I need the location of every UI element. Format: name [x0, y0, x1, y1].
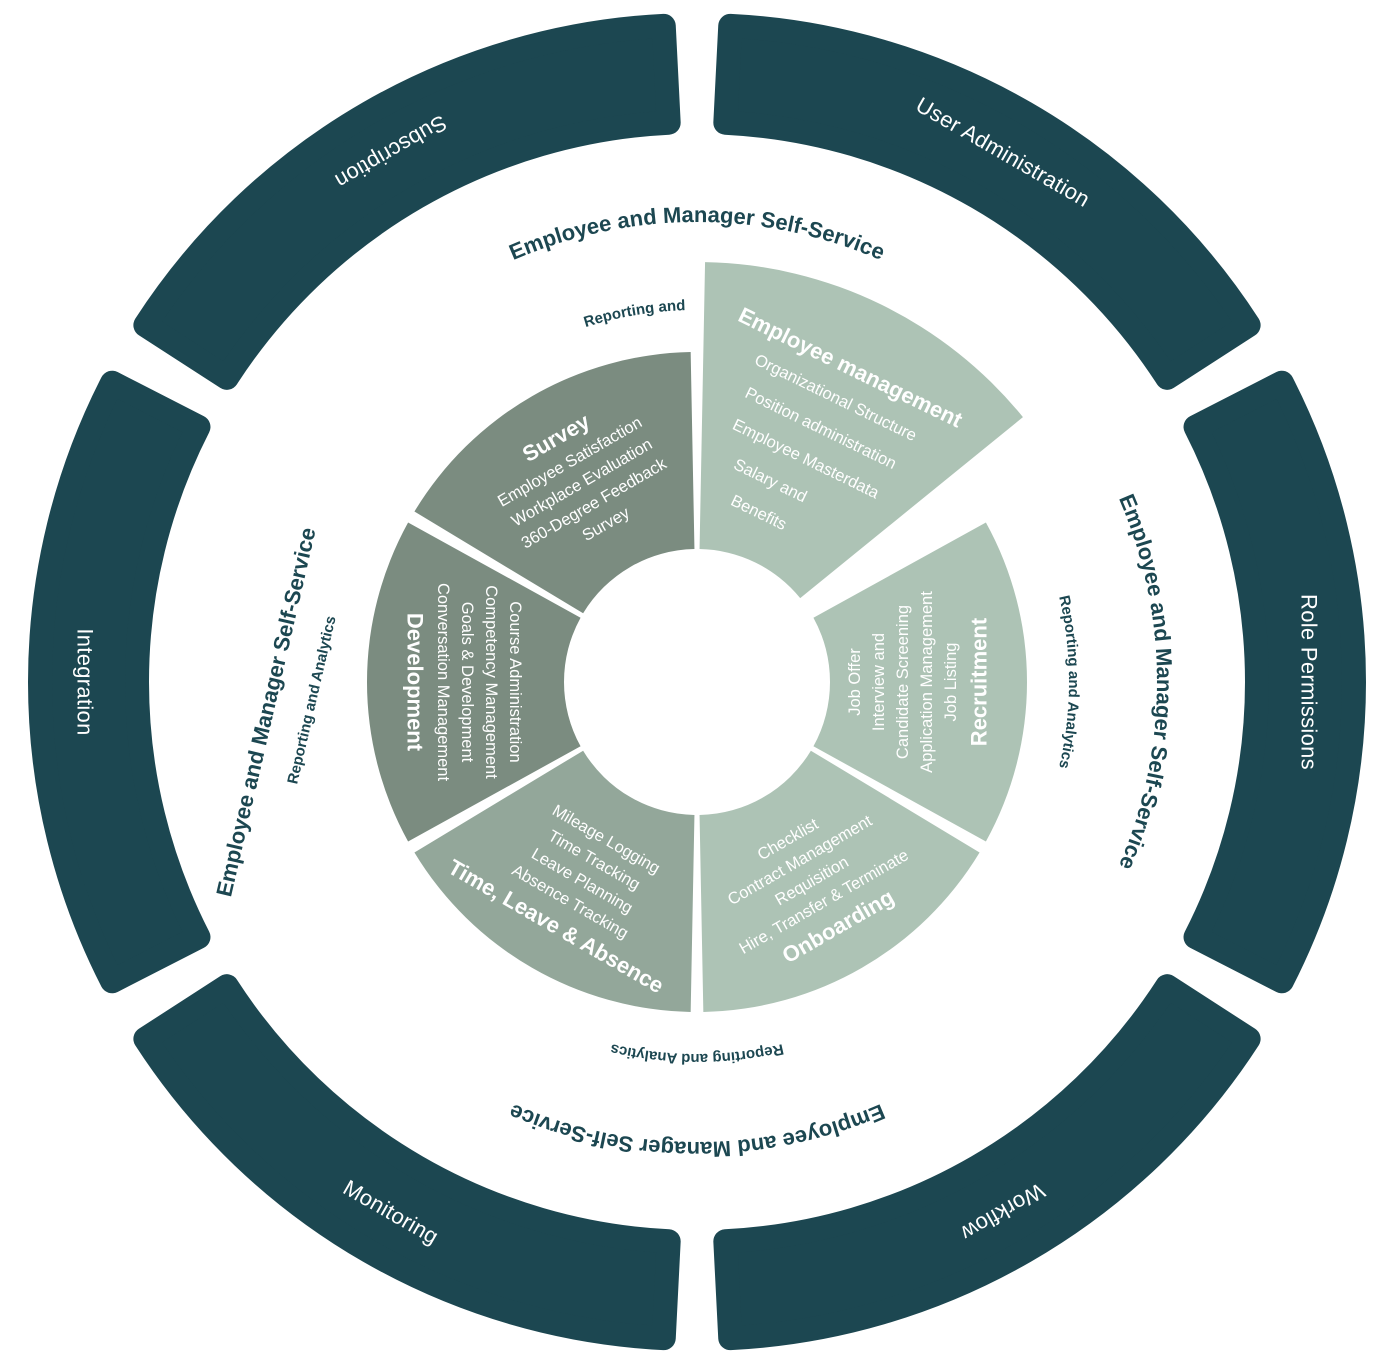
- module-wedge-development: [366, 522, 581, 842]
- module-title-development: Development: [403, 613, 428, 752]
- reporting-label-right: Reporting and Analytics: [1055, 594, 1082, 770]
- module-item-development: Competency Management: [482, 585, 500, 779]
- outer-segment-shape: [133, 13, 681, 390]
- module-item-recruitment: Application Management: [918, 591, 936, 773]
- module-item-recruitment: Interview and: [870, 633, 888, 731]
- module-item-recruitment: Job Listing: [942, 643, 960, 722]
- reporting-label-bottom: Reporting and Analytics: [609, 1040, 785, 1067]
- module-item-development: Goals & Development: [458, 602, 476, 763]
- module-wedge-recruitment: [813, 522, 1027, 842]
- reporting-label-top: Reporting and: [582, 297, 686, 331]
- module-wedge-employee-management: [699, 262, 1023, 599]
- outer-segment-shape: [713, 13, 1261, 390]
- self-service-label-right: Employee and Manager Self-Service: [1114, 490, 1177, 873]
- self-service-label-bottom: Employee and Manager Self-Service: [505, 1099, 888, 1162]
- module-wedge-onboarding: [699, 750, 980, 1012]
- module-item-development: Conversation Management: [434, 583, 452, 782]
- outer-segment-shape: [1183, 370, 1366, 994]
- outer-segment-shape: [713, 974, 1261, 1351]
- outer-label-role-permissions: Role Permissions: [1297, 594, 1322, 770]
- outer-segment-workflow: Workflow: [713, 974, 1261, 1351]
- module-item-recruitment: Candidate Screening: [894, 605, 912, 759]
- module-item-development: Course Administration: [506, 601, 524, 762]
- outer-segment-monitoring: Monitoring: [133, 974, 681, 1351]
- outer-segment-subscription: Subscription: [133, 13, 681, 390]
- outer-segment-user-administration: User Administration: [713, 13, 1261, 390]
- module-wedge-time-leave: [414, 750, 695, 1012]
- outer-segment-integration: Integration: [28, 370, 211, 994]
- module-item-recruitment: Job Offer: [846, 648, 864, 716]
- outer-segment-shape: [28, 370, 211, 994]
- outer-segment-shape: [133, 974, 681, 1351]
- outer-segment-role-permissions: Role Permissions: [1183, 370, 1366, 994]
- module-development: Development Conversation Management Goals …: [366, 522, 581, 842]
- module-wedge-survey: [414, 352, 695, 614]
- outer-label-integration: Integration: [73, 628, 98, 735]
- center-hub: [566, 551, 828, 813]
- module-title-recruitment: Recruitment: [967, 617, 992, 746]
- module-recruitment: Recruitment Job Listing Application Manage…: [813, 522, 1027, 842]
- self-service-label-top: Employee and Manager Self-Service: [505, 202, 888, 265]
